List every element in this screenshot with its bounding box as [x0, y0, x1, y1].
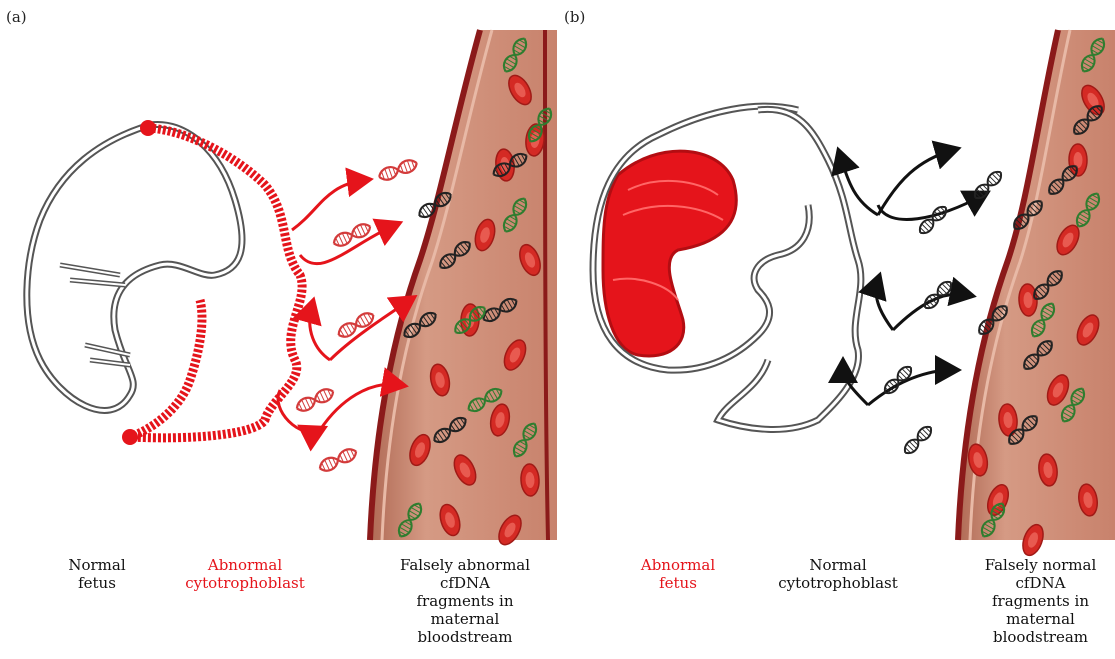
- panel-b: (b) Abnorma: [558, 0, 1115, 659]
- dna-fragment-icon: [317, 446, 358, 474]
- dna-fragment-icon: [331, 221, 372, 249]
- cytotrophoblast-abnormal: [122, 120, 302, 445]
- dna-fragment-icon: [901, 423, 934, 456]
- dna-fragment-icon: [377, 158, 419, 183]
- dna-fragment-icon: [916, 203, 949, 236]
- dna-fragment-icon: [336, 310, 377, 340]
- dna-fragment-icon: [294, 386, 335, 414]
- dna-fragment-icon: [971, 168, 1004, 201]
- fetus-abnormal: [593, 106, 809, 370]
- fetus: [27, 124, 242, 410]
- panel-a: (a): [0, 0, 557, 659]
